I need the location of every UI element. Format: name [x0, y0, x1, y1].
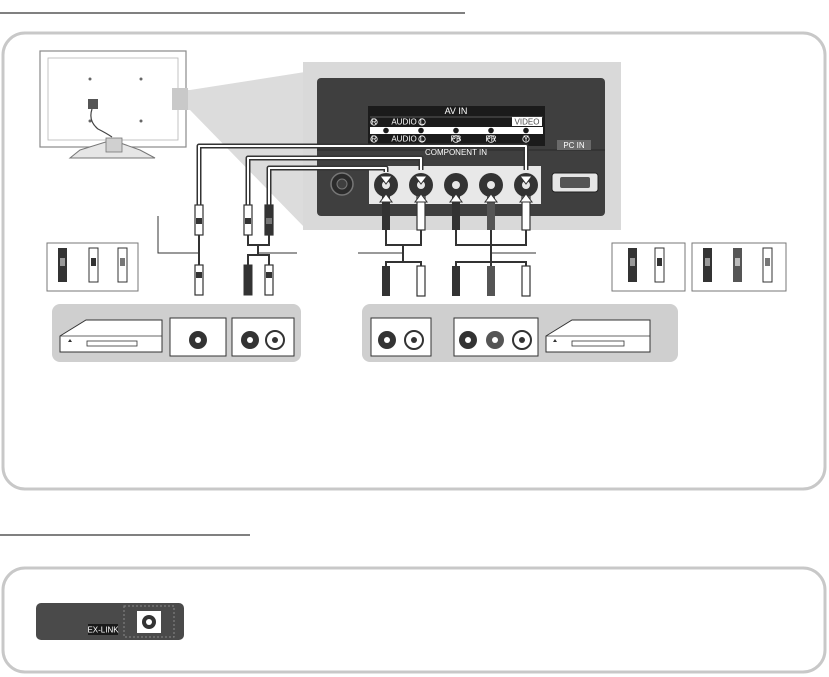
audio-top-row: R AUDIO L: [370, 118, 426, 127]
svg-text:Y: Y: [523, 135, 529, 144]
av-in-title: AV IN: [445, 106, 468, 116]
indicator-dots: [370, 127, 543, 134]
component-device-panel-right: [362, 304, 678, 362]
svg-text:L: L: [420, 118, 425, 127]
video-label: VIDEO: [515, 118, 540, 127]
svg-text:R: R: [371, 118, 377, 127]
pc-in-label-box: [557, 140, 591, 150]
video-label-box: [512, 117, 542, 126]
dvd-player-icon: [59, 319, 163, 353]
svg-text:PR: PR: [485, 134, 496, 143]
composite-cables: [196, 143, 529, 215]
svg-text:L: L: [420, 135, 425, 144]
svg-text:AUDIO: AUDIO: [391, 118, 416, 127]
callout-line-left: [157, 216, 200, 254]
pc-in-label: PC IN: [563, 141, 585, 150]
legend-component-plugs: [691, 242, 787, 292]
component-cables: [379, 193, 533, 297]
audio-bottom-row: R AUDIO L PB PR Y: [370, 134, 530, 144]
insert-arrows-top: [379, 175, 533, 185]
svg-text:AUDIO: AUDIO: [391, 135, 416, 144]
tv-back-icon: [39, 50, 187, 159]
ex-link-jack-icon: EX-LINK: [36, 603, 184, 640]
zoom-wedge: [172, 72, 305, 228]
legend-av-plugs: [46, 242, 139, 292]
tv-rca-jacks: [374, 173, 538, 197]
svg-text:R: R: [371, 135, 377, 144]
component-in-label: COMPONENT IN: [425, 148, 487, 157]
ex-link-label: EX-LINK: [87, 626, 119, 635]
svg-text:PB: PB: [451, 134, 462, 143]
ex-link-frame: [1, 566, 827, 674]
rca-plug-icon: [194, 264, 274, 296]
legend-audio-plugs: [611, 242, 686, 292]
dvd-player-icon: [545, 319, 651, 353]
left-cable-bundle: [198, 235, 270, 265]
av-device-panel-left: [52, 304, 301, 362]
